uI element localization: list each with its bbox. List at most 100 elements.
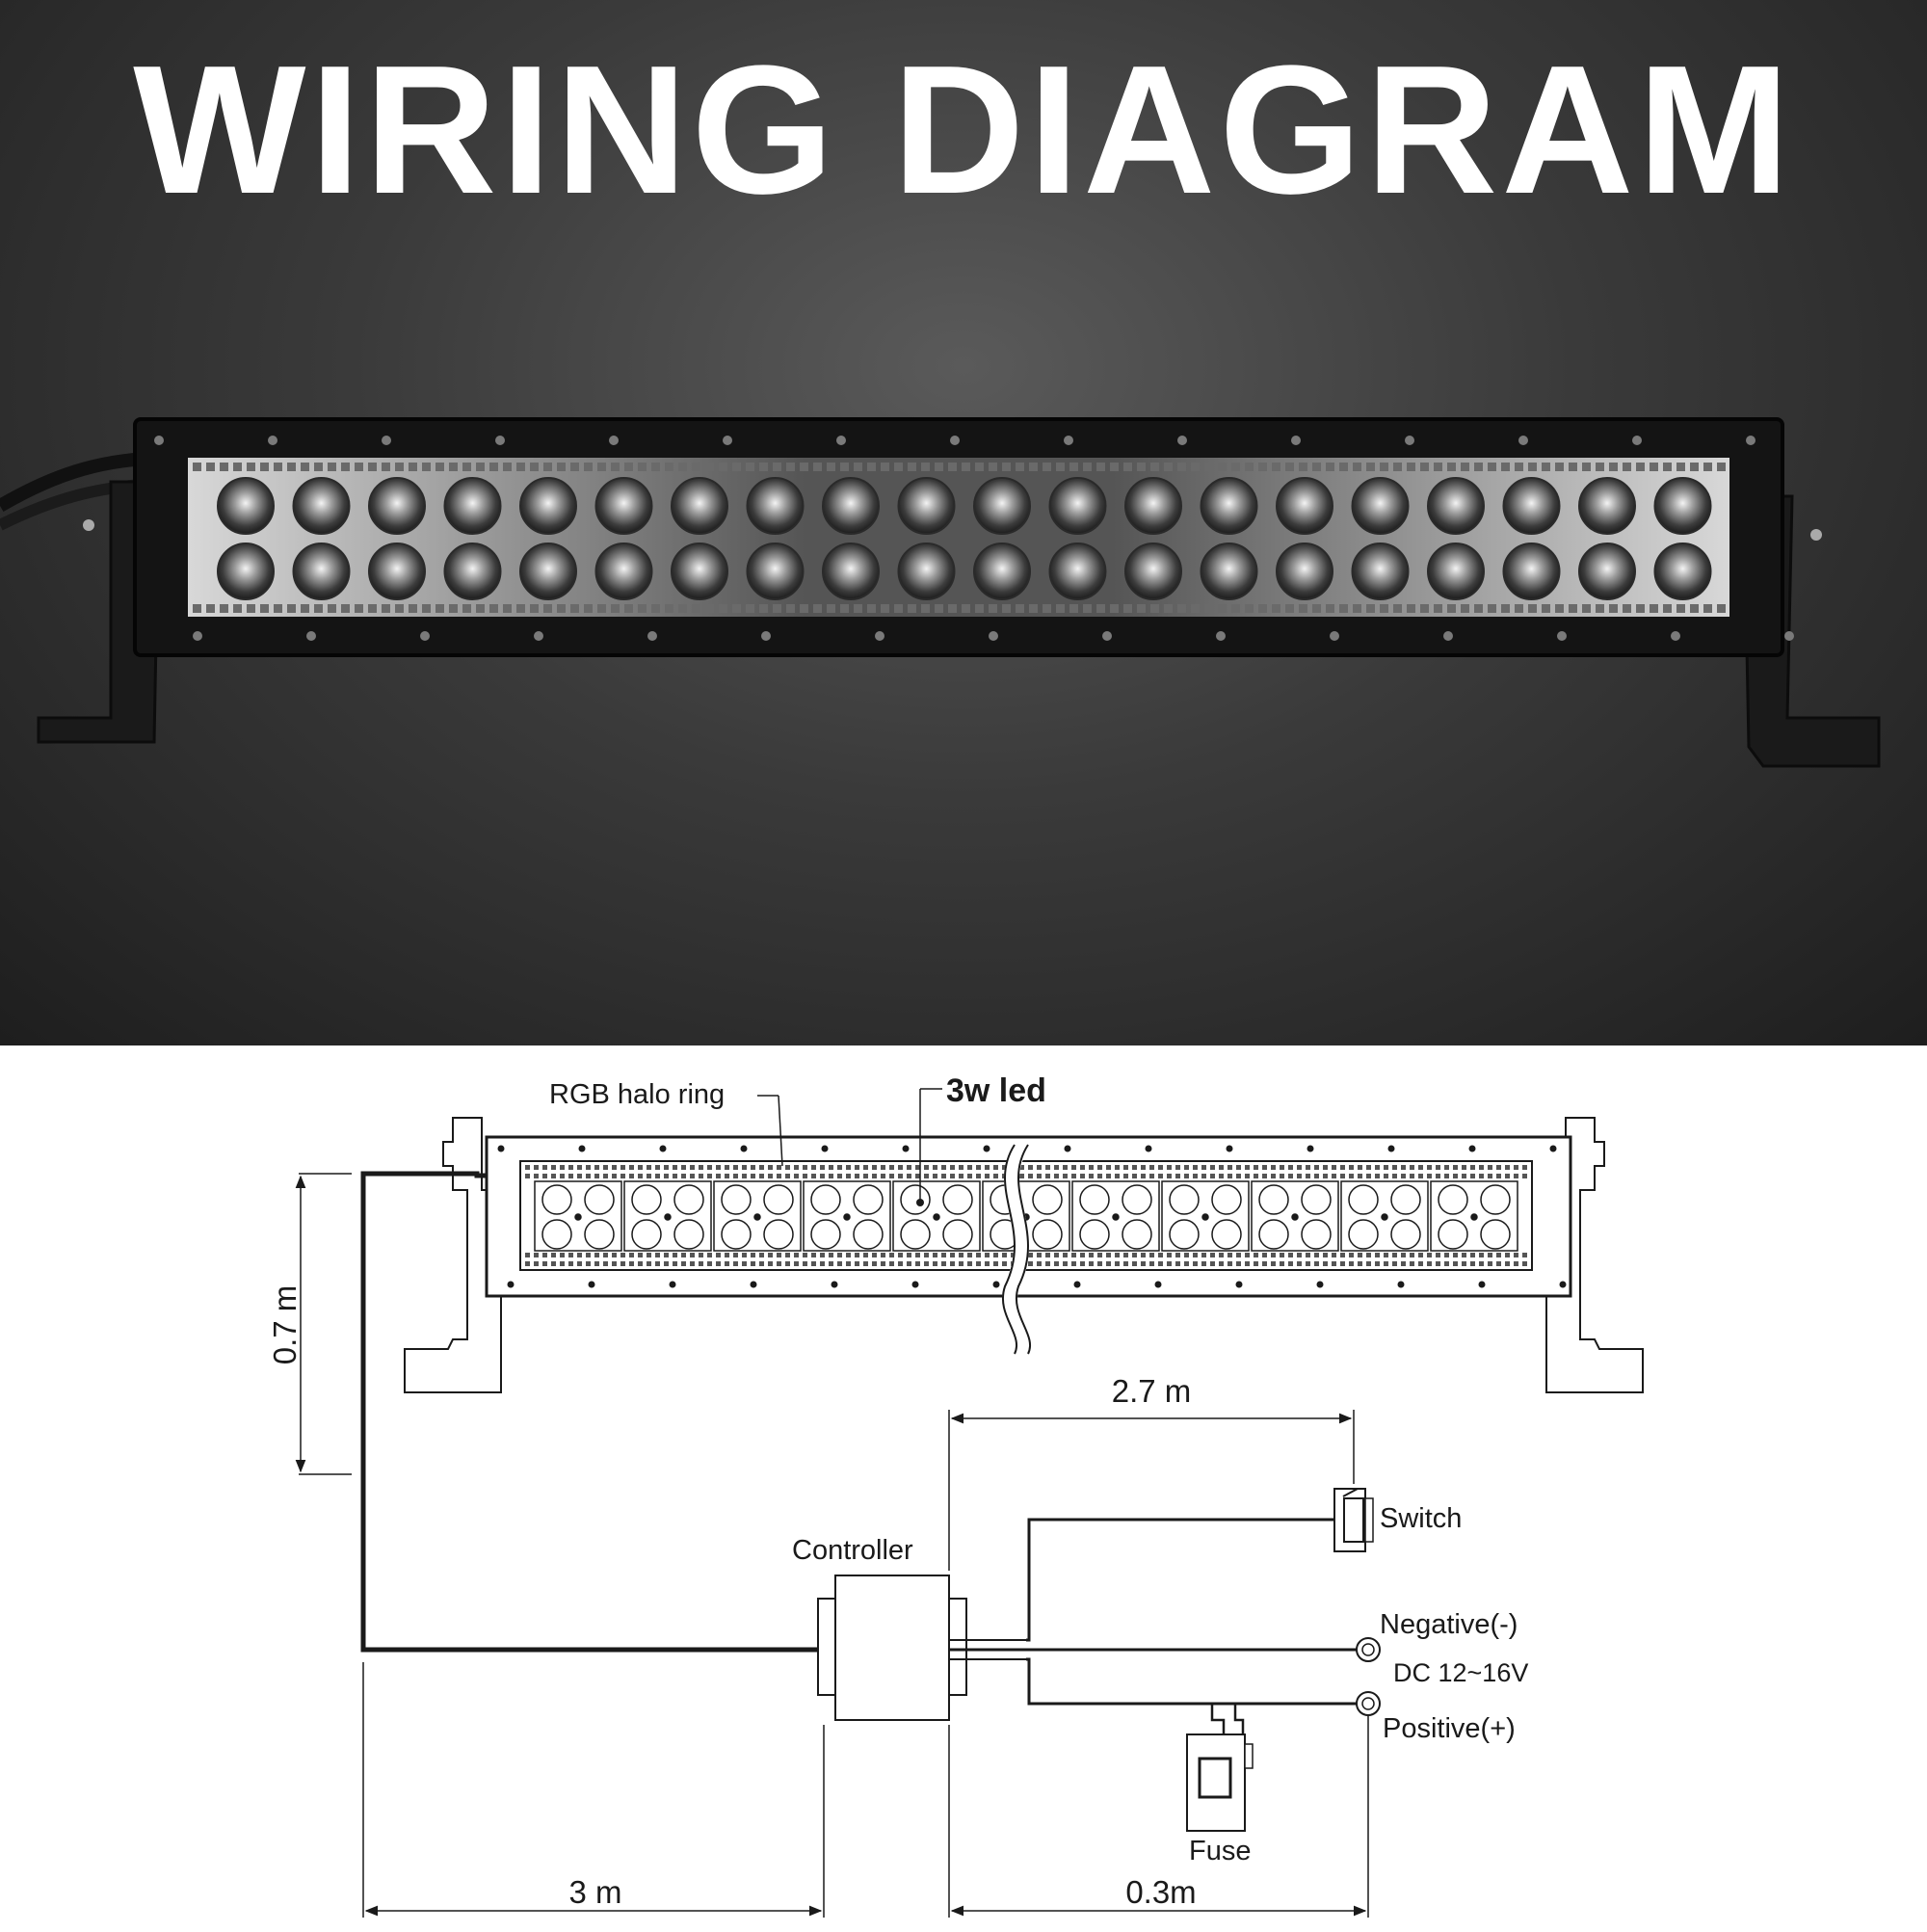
halo-segment <box>1470 1165 1475 1170</box>
halo-segment <box>820 1261 825 1266</box>
halo-segment <box>1663 604 1672 613</box>
halo-segment <box>725 1165 729 1170</box>
halo-segment <box>1444 1165 1449 1170</box>
halo-segment <box>813 463 822 471</box>
halo-segment <box>829 1253 833 1257</box>
halo-segment <box>1063 1165 1068 1170</box>
halo-segment <box>705 463 714 471</box>
halo-segment <box>1158 1165 1163 1170</box>
led-lens <box>1276 543 1333 600</box>
screw <box>1746 436 1755 445</box>
halo-segment <box>1392 1253 1397 1257</box>
led-lens <box>1048 543 1107 600</box>
screw <box>1557 631 1567 641</box>
halo-segment <box>1254 1253 1258 1257</box>
halo-segment <box>921 604 930 613</box>
halo-segment <box>894 463 903 471</box>
halo-segment <box>1522 1165 1527 1170</box>
halo-segment <box>551 1174 556 1178</box>
halo-segment <box>489 463 498 471</box>
halo-segment <box>1002 604 1011 613</box>
led <box>1438 1219 1468 1250</box>
halo-segment <box>577 1174 582 1178</box>
halo-segment <box>534 1261 539 1266</box>
halo-segment <box>1496 1253 1501 1257</box>
halo-segment <box>612 1253 617 1257</box>
halo-segment <box>898 1253 903 1257</box>
led-lens <box>973 477 1031 535</box>
halo-segment <box>551 1253 556 1257</box>
halo-segment <box>1384 1261 1388 1266</box>
halo-segment <box>247 463 255 471</box>
halo-segment <box>409 463 417 471</box>
screw <box>1330 631 1339 641</box>
screw <box>1316 1281 1324 1288</box>
halo-segment <box>1339 604 1348 613</box>
halo-segment <box>647 1174 651 1178</box>
halo-segment <box>1106 1174 1111 1178</box>
halo-segment <box>898 1165 903 1170</box>
halo-segment <box>525 1253 530 1257</box>
halo-segment <box>1462 1174 1466 1178</box>
halo-segment <box>777 1174 781 1178</box>
halo-segment <box>1299 463 1307 471</box>
halo-segment <box>1254 1165 1258 1170</box>
halo-segment <box>1150 463 1159 471</box>
halo-segment <box>542 1174 547 1178</box>
halo-segment <box>1514 1174 1518 1178</box>
halo-segment <box>1184 1165 1189 1170</box>
halo-segment <box>1029 604 1038 613</box>
halo-segment <box>503 463 512 471</box>
halo-segment <box>1272 604 1280 613</box>
halo-segment <box>624 463 633 471</box>
halo-segment <box>422 604 431 613</box>
halo-segment <box>699 1253 703 1257</box>
screw <box>1397 1281 1405 1288</box>
halo-segment <box>1227 1261 1232 1266</box>
halo-segment <box>855 1165 859 1170</box>
halo-segment <box>1258 463 1267 471</box>
halo-segment <box>1623 604 1631 613</box>
led-lens <box>1578 543 1636 600</box>
led-lens <box>292 477 351 535</box>
halo-segment <box>1717 463 1726 471</box>
halo-segment <box>274 463 282 471</box>
led <box>1211 1184 1242 1215</box>
halo-segment <box>462 463 471 471</box>
halo-segment <box>503 604 512 613</box>
halo-segment <box>1703 463 1712 471</box>
halo-segment <box>941 1253 946 1257</box>
screw <box>950 436 960 445</box>
halo-segment <box>577 1253 582 1257</box>
led <box>541 1219 572 1250</box>
halo-segment <box>1285 463 1294 471</box>
halo-segment <box>1488 463 1496 471</box>
halo-segment <box>811 1165 816 1170</box>
halo-segment <box>328 463 336 471</box>
halo-segment <box>260 604 269 613</box>
halo-segment <box>707 1165 712 1170</box>
dimension-main-run-label: 3 m <box>568 1874 621 1910</box>
halo-segment <box>1339 463 1348 471</box>
halo-segment <box>777 1165 781 1170</box>
screw <box>497 1145 505 1152</box>
led-lens <box>822 477 880 535</box>
halo-segment <box>933 1261 937 1266</box>
halo-segment <box>1218 604 1227 613</box>
halo-segment <box>837 1253 842 1257</box>
halo-segment <box>664 1261 669 1266</box>
halo-segment <box>993 1165 998 1170</box>
halo-segment <box>1332 1174 1336 1178</box>
halo-segment <box>967 1174 972 1178</box>
halo-segment <box>647 1253 651 1257</box>
screw <box>1177 436 1187 445</box>
halo-segment <box>829 1174 833 1178</box>
halo-segment <box>611 463 620 471</box>
halo-segment <box>1418 1165 1423 1170</box>
halo-segment <box>1016 604 1024 613</box>
halo-segment <box>1045 1253 1050 1257</box>
halo-segment <box>1115 1253 1120 1257</box>
halo-segment <box>577 1165 582 1170</box>
halo-segment <box>889 1174 894 1178</box>
halo-segment <box>1137 604 1146 613</box>
